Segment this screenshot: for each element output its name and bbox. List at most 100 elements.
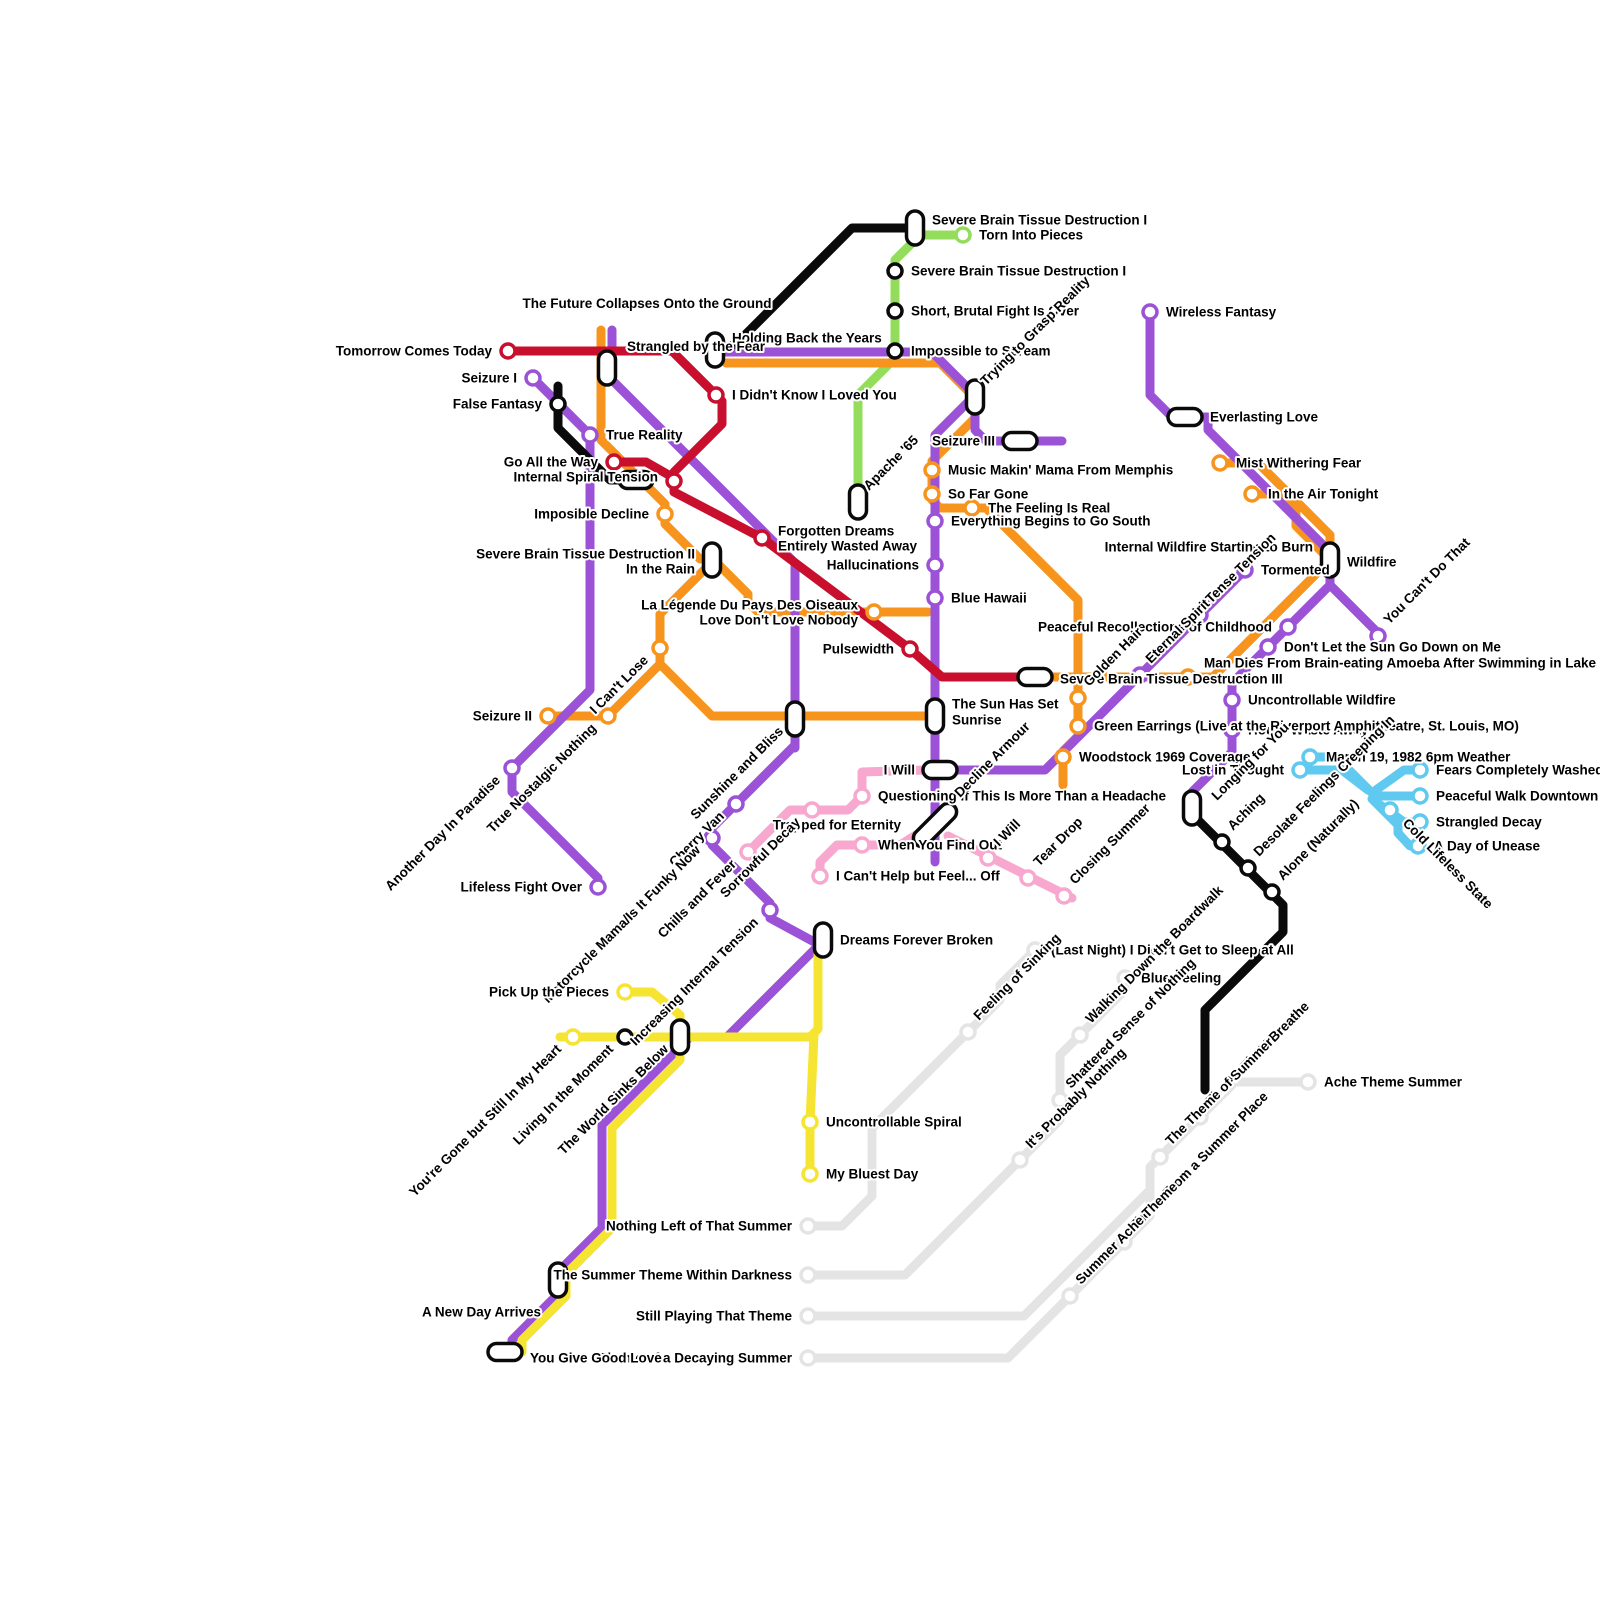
station-living-in-the-moment (616, 1028, 634, 1046)
station-label-false-fantasy: False Fantasy (453, 397, 543, 412)
station-hallucinations (926, 556, 944, 574)
station-another-day-in-paradise (503, 759, 521, 777)
line-orange-2 (711, 557, 933, 617)
station-label-woodstock-1969-coverage: Woodstock 1969 Coverage (1079, 750, 1251, 765)
station-shattered-sense-of-nothing (1051, 1091, 1069, 1109)
station-aching (1213, 833, 1231, 851)
station-you-re-gone-but-still-in-my-heart (564, 1028, 582, 1046)
station-label-so-far-gone: So Far Gone (948, 487, 1029, 502)
station-severe-brain-tissue-destruction-i (886, 262, 904, 280)
station-short-brutal-fight-is-over (886, 302, 904, 320)
station-label-strangled-decay: Strangled Decay (1436, 815, 1542, 830)
station-label-uncontrollable-spiral: Uncontrollable Spiral (826, 1115, 962, 1130)
station-label-i-will: I Will (884, 763, 915, 778)
station-holding-back-the-years (704, 331, 726, 369)
station-uncontrollable-spiral (801, 1113, 819, 1131)
station-closing-summer (1055, 887, 1073, 905)
station-label-severe-brain-tissue-destruction-i: Severe Brain Tissue Destruction I (911, 264, 1126, 279)
station-chills-and-fever (739, 843, 757, 861)
station-label-trapped-for-eternity: Trapped for Eternity (773, 818, 902, 833)
station-i-will (979, 849, 997, 867)
station-increasing-internal-tension (761, 901, 779, 919)
station-label-hallucinations: Hallucinations (827, 558, 919, 573)
station-golden-hair (1069, 689, 1087, 707)
station-the-world-sinks-below (669, 1018, 691, 1056)
station-label-the-feeling-is-real: The Feeling Is Real (988, 501, 1110, 516)
station-peaceful-walk-downtown (1411, 787, 1429, 805)
station-label-alone-naturally: Alone (Naturally) (1275, 796, 1362, 883)
station-seizure-i (524, 369, 542, 387)
station-forgotten-dreams (753, 529, 771, 547)
station-theme-from-a-summer-place (1115, 1233, 1133, 1251)
station-true-nostalgic-nothing (599, 707, 617, 725)
station-the-air-that-i-breathe (1191, 1108, 1209, 1126)
station-i-can-t-help-but-feel-off (811, 867, 829, 885)
station-label-another-day-in-paradise: Another Day In Paradise (382, 772, 503, 893)
station-label-apache-65: Apache '65 (861, 432, 922, 493)
station-label-blue-hawaii: Blue Hawaii (951, 591, 1027, 606)
line-orange-7 (655, 659, 933, 721)
station-ache-theme-summer (1299, 1073, 1317, 1091)
line-purple-5 (943, 565, 1250, 775)
station-tear-drop (1019, 869, 1037, 887)
line-gray-3 (803, 1077, 1313, 1321)
station-desolate-feelings-creeping-in (1239, 859, 1257, 877)
station-label-it-s-probably-nothing: It's Probably Nothing (1023, 1045, 1129, 1151)
station-the-theme-of-summer (1151, 1148, 1169, 1166)
station-label-pulsewidth: Pulsewidth (823, 642, 894, 657)
station-label-short-brutal-fight-is-over: Short, Brutal Fight Is Over (911, 304, 1080, 319)
station-torn-into-pieces (954, 226, 972, 244)
station-label-torn-into-pieces: Torn Into Pieces (979, 228, 1083, 243)
station-walking-down-the-boardwalk (1071, 1026, 1089, 1044)
station-label-summer-ache-theme: Summer Ache Theme (1073, 1179, 1181, 1287)
station-wireless-fantasy (1141, 303, 1159, 321)
station-label-i-didn-t-know-i-loved-you: I Didn't Know I Loved You (732, 388, 897, 403)
station-label-blue-feeling: Blue Feeling (1141, 971, 1221, 986)
station-label-everything-begins-to-go-south: Everything Begins to Go South (951, 514, 1151, 529)
station-tense-tension (1191, 606, 1209, 624)
station-label-music-makin-mama-from-memphis: Music Makin' Mama From Memphis (948, 463, 1173, 478)
station-label-closing-summer: Closing Summer (1067, 800, 1154, 887)
station-tomorrow-comes-today (499, 342, 517, 360)
station-last-night-i-didn-t-get-to-sleep-at-all (1026, 941, 1044, 959)
station-the-future-collapses-onto-the-ground (596, 349, 618, 387)
station-eternal-spirit (1131, 666, 1149, 684)
station-label-cold-lifeless-state: Cold Lifeless State (1400, 816, 1496, 912)
station-label-theme-of-a-decaying-summer: Theme of a Decaying Summer (599, 1351, 793, 1366)
station-blue-hawaii (926, 589, 944, 607)
station-station (617, 469, 655, 491)
station-label-aching: Aching (1225, 790, 1268, 833)
station-when-you-find-out (853, 836, 871, 854)
station-label-still-playing-that-theme: Still Playing That Theme (636, 1309, 793, 1324)
station-label-man-dies-from-brain-eating-amoeba-after-: Man Dies From Brain-eating Amoeba After … (1204, 656, 1597, 671)
station-label-internal-spiral-tension: Internal Spiral Tension (513, 470, 658, 485)
station-trapped-for-eternity (911, 801, 959, 849)
station-march-19-1982-6pm-weather (1301, 748, 1319, 766)
station-a-new-day-arrives (547, 1261, 569, 1299)
line-orange-3 (721, 358, 1083, 790)
station-label-a-new-day-arrives: A New Day Arrives (422, 1305, 541, 1320)
line-gray-2 (803, 973, 1130, 1280)
station-impossible-to-scream (886, 342, 904, 360)
station-label-the-sun-has-set: The Sun Has Set (952, 697, 1059, 712)
station-sorrowful-decay (803, 801, 821, 819)
station-label-lost-in-thought: Lost in Thought (1182, 763, 1284, 778)
line-cyan-3 (1295, 765, 1373, 795)
station-label-strangled-by-the-fear: Strangled by the Fear (627, 339, 766, 354)
station-everything-begins-to-go-south (926, 512, 944, 530)
station-strangled-by-the-fear (707, 386, 725, 404)
line-pink-3 (943, 831, 1077, 903)
station-label-peaceful-recollections-of-childhood: Peaceful Recollections of Childhood (1038, 620, 1272, 635)
station-true-reality (581, 426, 599, 444)
station-a-day-of-unease (1409, 837, 1427, 855)
station-label-wildfire: Wildfire (1347, 555, 1397, 570)
station-internal-wildfire-starting-to-burn (1319, 541, 1341, 579)
station-label-march-19-1982-6pm-weather: March 19, 1982 6pm Weather (1326, 750, 1511, 765)
station-the-sun-has-set (924, 697, 946, 735)
station-label-severe-brain-tissue-destruction-iii: Severe Brain Tissue Destruction III (1060, 672, 1283, 687)
station-label-love-don-t-love-nobody: Love Don't Love Nobody (700, 613, 859, 628)
station-still-playing-that-theme (799, 1307, 817, 1325)
station-label-severe-brain-tissue-destruction-i: Severe Brain Tissue Destruction I (932, 213, 1147, 228)
station-label-everlasting-love: Everlasting Love (1210, 410, 1319, 425)
